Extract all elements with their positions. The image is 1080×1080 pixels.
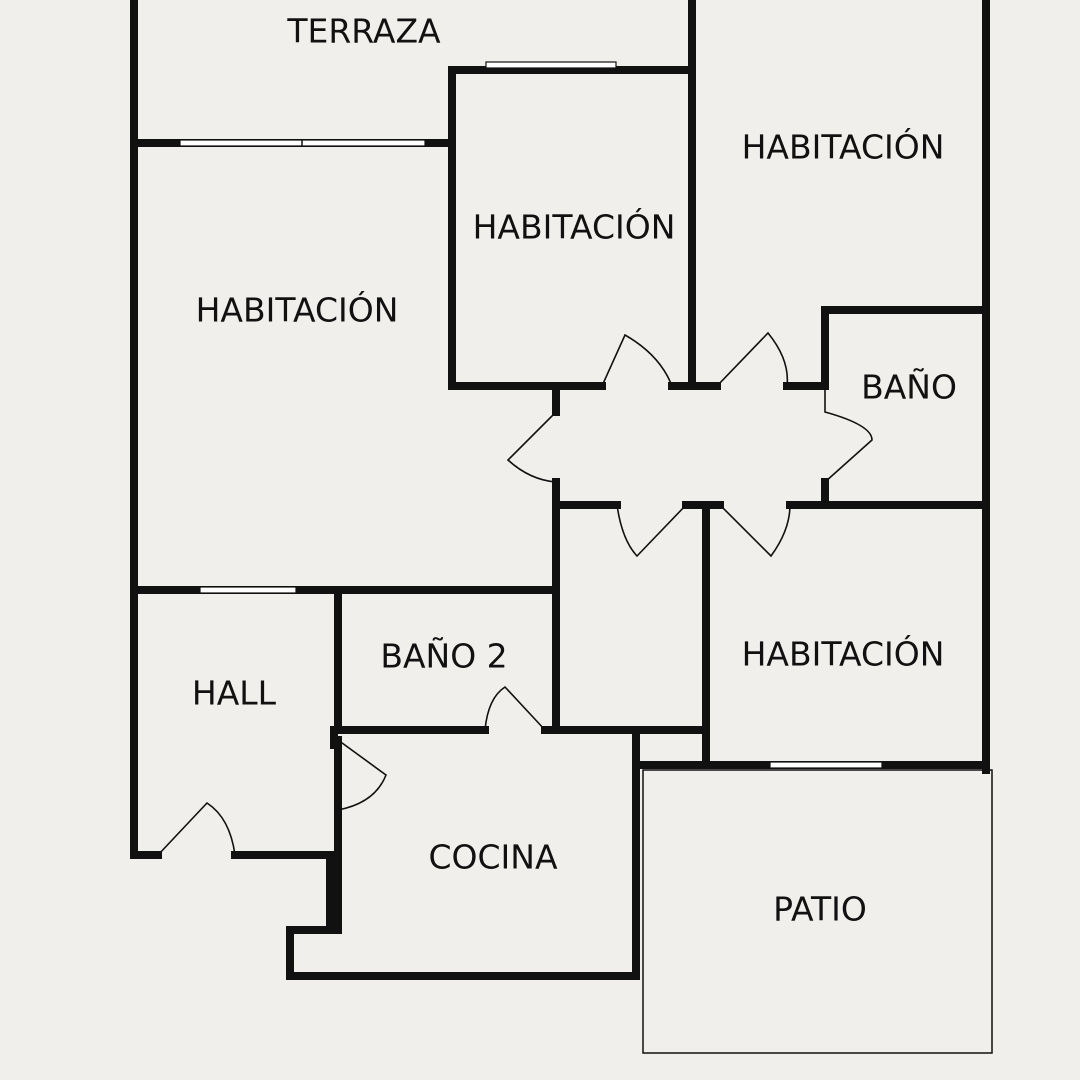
door-main-room	[506, 411, 557, 483]
label-habitacion-top-right: HABITACIÓN	[742, 127, 945, 167]
label-bano: BAÑO	[861, 368, 957, 407]
label-hall: HALL	[192, 674, 277, 713]
label-habitacion-bottom-right: HABITACIÓN	[742, 634, 945, 674]
label-patio: PATIO	[773, 890, 867, 929]
room-labels: TERRAZA HABITACIÓN HABITACIÓN HABITACIÓN…	[192, 12, 957, 929]
label-cocina: COCINA	[428, 838, 557, 877]
label-terraza: TERRAZA	[286, 12, 441, 51]
door-bottom-right-room	[719, 504, 791, 558]
label-habitacion-main: HABITACIÓN	[196, 290, 399, 330]
door-center-room	[601, 333, 673, 387]
door-entrance	[157, 801, 236, 856]
doors	[157, 331, 873, 856]
windows	[179, 61, 883, 769]
door-bano-2	[484, 685, 546, 731]
label-bano-2: BAÑO 2	[380, 637, 507, 676]
patio-outline	[642, 769, 993, 1054]
label-habitacion-center: HABITACIÓN	[473, 207, 676, 247]
door-cocina	[337, 739, 387, 811]
door-bano	[824, 386, 873, 483]
door-corridor	[616, 504, 687, 558]
door-top-right-room	[716, 331, 789, 387]
